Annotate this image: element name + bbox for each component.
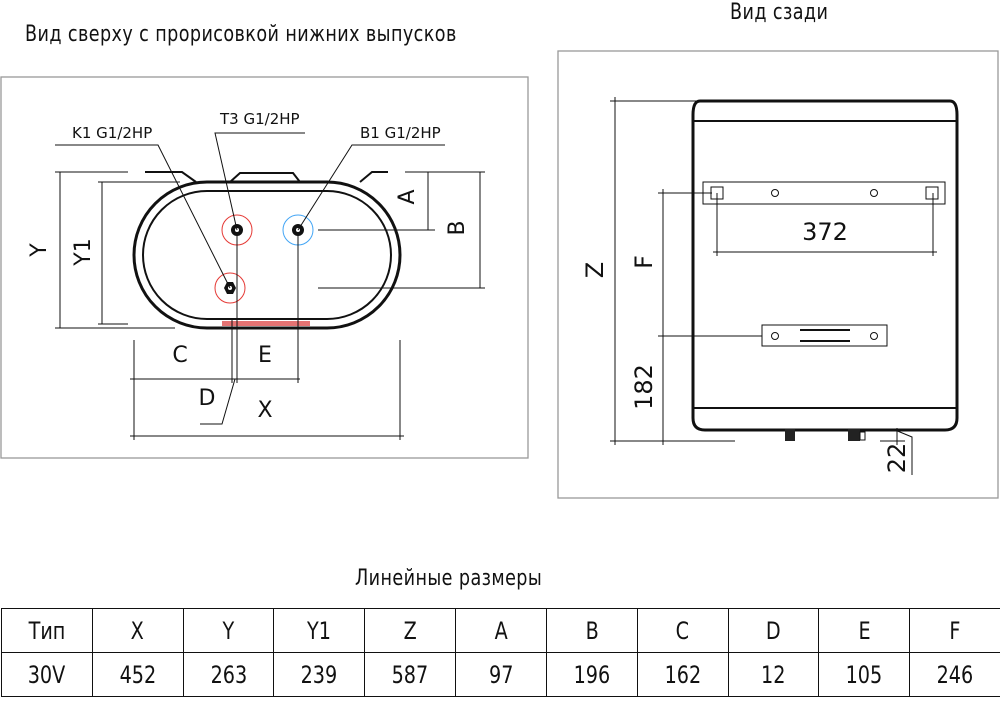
- back-view-frame: [557, 50, 999, 499]
- tank-outer-outline: [132, 180, 402, 330]
- back-view-title: Вид сзади: [730, 0, 829, 25]
- dim-e: E: [258, 343, 272, 368]
- header-y1: Y1: [307, 616, 332, 645]
- cell-e: 105: [845, 660, 883, 689]
- t3-leader: [214, 132, 305, 231]
- b1-label: B1 G1/2HP: [360, 124, 441, 142]
- z-f-dimension-lines: [610, 97, 762, 445]
- dim-d: D: [199, 386, 216, 411]
- cdex-dimension-lines: [130, 236, 404, 440]
- dim-a: A: [395, 189, 420, 204]
- cell-d: 12: [761, 660, 786, 689]
- tank-bands: [694, 120, 956, 409]
- header-y: Y: [222, 616, 235, 645]
- tank-inner-outline: [142, 190, 392, 320]
- pipe-dimension-lines: [880, 428, 913, 475]
- top-bracket: [702, 181, 946, 205]
- header-x: X: [131, 616, 145, 645]
- bottom-pipes: [785, 429, 866, 441]
- dim-b: B: [445, 220, 470, 235]
- dim-z: Z: [581, 262, 609, 278]
- bottom-bracket: [761, 324, 888, 347]
- dim-22: 22: [883, 443, 911, 474]
- top-view-frame: [0, 76, 529, 459]
- drawings: K1 G1/2HP T3 G1/2HP B1 G1/2HP Y Y1 A B C…: [0, 50, 999, 499]
- y-dimension-lines: [55, 171, 180, 329]
- cell-a: 97: [488, 660, 514, 689]
- dim-c: C: [172, 343, 187, 368]
- header-c: C: [675, 616, 690, 645]
- dim-x: X: [257, 398, 272, 423]
- cell-y1: 239: [301, 660, 338, 689]
- header-type: Тип: [28, 616, 66, 645]
- header-b: B: [585, 616, 599, 645]
- wall-bracket: [145, 171, 388, 183]
- header-f: F: [949, 616, 961, 645]
- k1-leader: [55, 144, 231, 289]
- table-row: 30V 452 263 239 587 97 196 162 12 105 24…: [1, 652, 1000, 697]
- top-view-title: Вид сверху с прорисовкой нижних выпусков: [25, 22, 457, 47]
- header-e: E: [858, 616, 871, 645]
- bracket-spacing-dimension: [713, 193, 937, 256]
- cell-type: 30V: [28, 660, 66, 689]
- cell-f: 246: [936, 660, 974, 689]
- top-view-drawing: K1 G1/2HP T3 G1/2HP B1 G1/2HP Y Y1 A B C…: [0, 76, 529, 459]
- header-d: D: [766, 616, 781, 645]
- dim-f: F: [630, 255, 658, 269]
- table-header-row: Тип X Y Y1 Z A B C D E F: [1, 608, 1000, 653]
- header-a: A: [494, 616, 508, 645]
- dim-y1: Y1: [71, 238, 96, 266]
- t3-label: T3 G1/2HP: [219, 110, 300, 128]
- ab-dimension-lines: [318, 171, 485, 289]
- tank-body: [691, 99, 959, 432]
- k1-label: K1 G1/2HP: [72, 124, 152, 142]
- bottom-panel: [222, 321, 310, 326]
- cell-x: 452: [119, 660, 157, 689]
- header-z: Z: [403, 616, 417, 645]
- dim-372: 372: [802, 218, 848, 246]
- dimensions-table: Тип X Y Y1 Z A B C D E F 30V 452 263 239…: [1, 608, 1000, 697]
- cell-z: 587: [391, 660, 429, 689]
- cell-y: 263: [210, 660, 247, 689]
- cell-b: 196: [573, 660, 611, 689]
- top-plate: [229, 172, 301, 183]
- dim-y: Y: [27, 243, 52, 258]
- dim-182: 182: [630, 364, 658, 410]
- back-view-drawing: 372 Z F 182 22: [557, 50, 999, 499]
- b1-leader: [297, 144, 445, 231]
- table-title: Линейные размеры: [355, 566, 543, 591]
- cell-c: 162: [664, 660, 701, 689]
